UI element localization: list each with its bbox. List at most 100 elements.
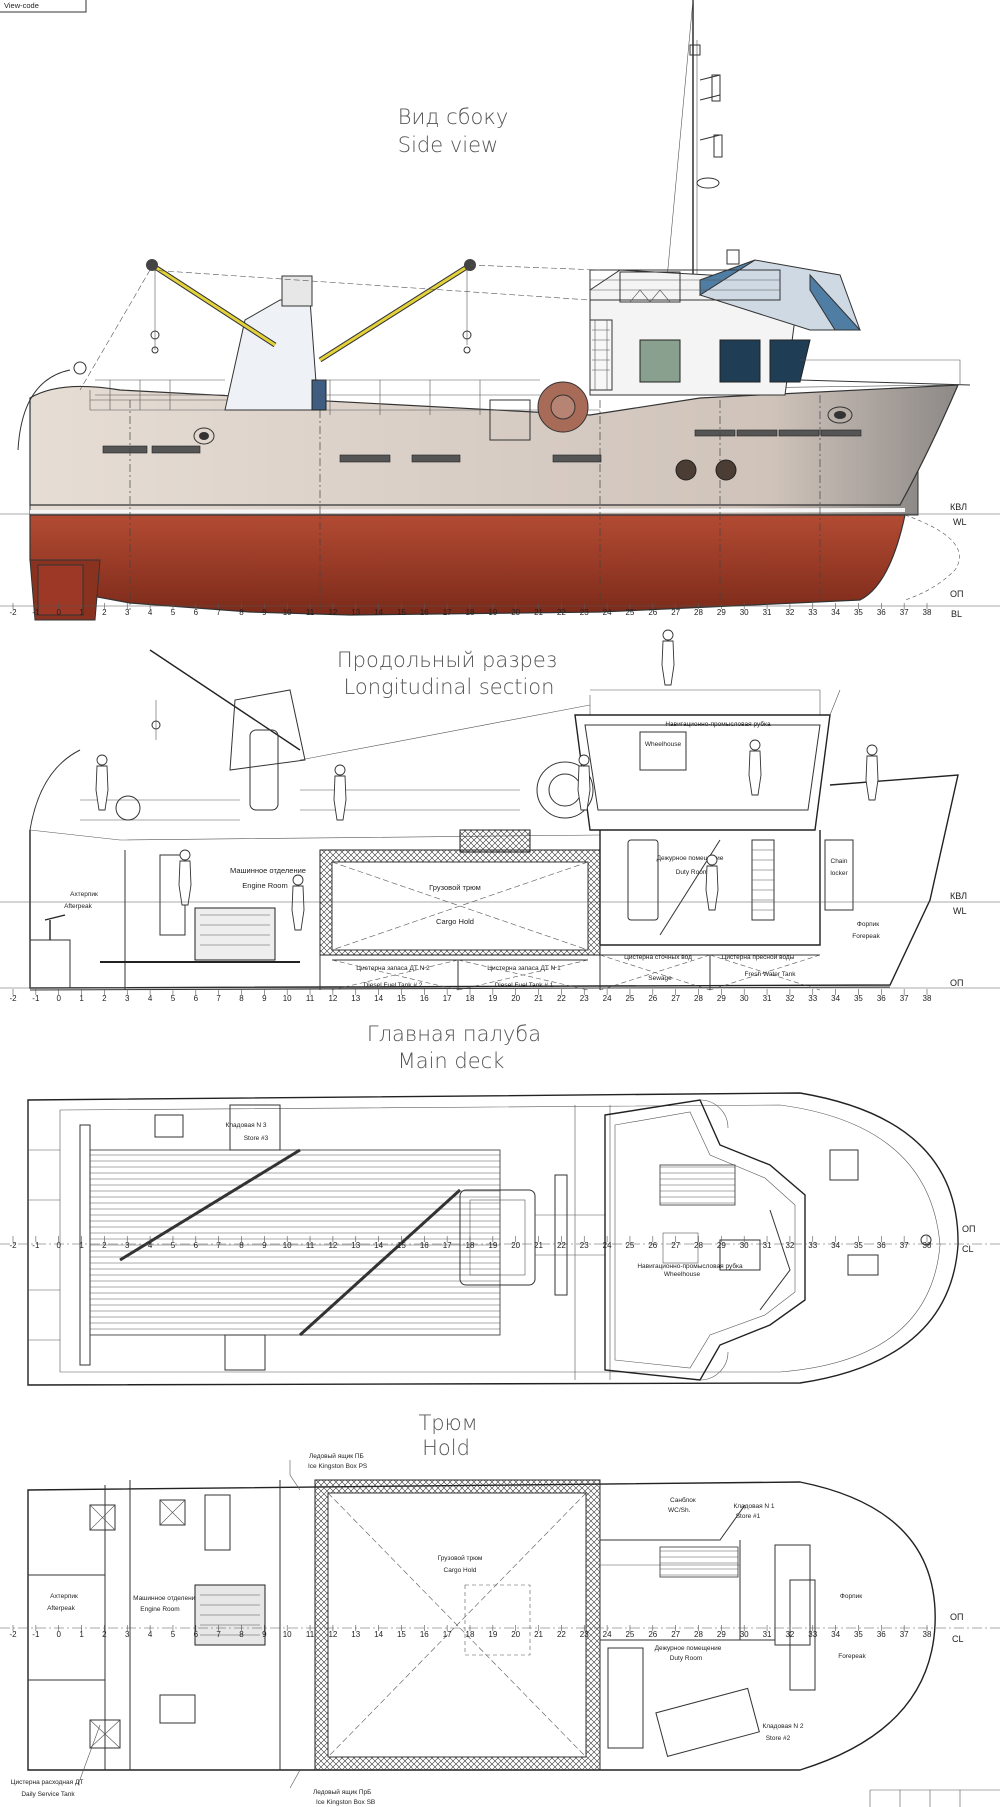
side-op-label: ОП — [950, 589, 963, 599]
frame-number: 26 — [648, 994, 657, 1003]
frame-number: 22 — [557, 1630, 566, 1639]
hold-store2-en: Store #2 — [766, 1735, 791, 1742]
frame-number: 14 — [374, 1241, 383, 1250]
frame-number: 35 — [854, 1630, 863, 1639]
frame-number: 31 — [763, 1630, 772, 1639]
hold-afterpeak-ru: Ахтерпик — [50, 1593, 78, 1600]
long-fuel2-en: Diesel Fuel Tank # 2 — [364, 982, 423, 989]
long-engine-ru: Машинное отделение — [230, 866, 306, 875]
frame-number: 23 — [580, 1241, 589, 1250]
frame-number: 24 — [603, 994, 612, 1003]
deck-store3-en: Store #3 — [244, 1135, 269, 1142]
deck-store3-ru: Кладовая N 3 — [225, 1122, 266, 1129]
frame-number: 28 — [694, 1241, 703, 1250]
frame-number: 15 — [397, 608, 406, 617]
frame-number: 32 — [785, 994, 794, 1003]
frame-number: 4 — [148, 608, 153, 617]
long-engine-room: Машинное отделение Engine Room Ахтерпик … — [29, 854, 306, 989]
long-fuel2-ru: Цистерна запаса ДТ N 2 — [356, 965, 430, 972]
hold-kingston-sb-en: Ice Kingston Box SB — [316, 1799, 375, 1806]
long-chain-2: locker — [830, 870, 848, 877]
frame-number: 36 — [877, 1630, 886, 1639]
hold-afterpeak-en: Afterpeak — [47, 1605, 76, 1612]
frame-number: 21 — [534, 1241, 543, 1250]
frame-number: 9 — [262, 1630, 267, 1639]
frame-number: 25 — [625, 608, 634, 617]
frame-number: 32 — [785, 1241, 794, 1250]
crew-figures — [95, 629, 879, 931]
frame-number: 31 — [763, 994, 772, 1003]
frame-number: 14 — [374, 608, 383, 617]
hold-engine-ru: Машинное отделение — [133, 1595, 199, 1602]
long-sewage-en: Sewage — [648, 975, 672, 982]
side-wl-label: WL — [953, 517, 967, 527]
frame-number: 13 — [351, 1630, 360, 1639]
frame-number: 23 — [580, 994, 589, 1003]
frame-number: 24 — [603, 1630, 612, 1639]
frame-number: 19 — [488, 608, 497, 617]
frame-number: 8 — [239, 608, 244, 617]
frame-number: 23 — [580, 608, 589, 617]
frame-number: 33 — [808, 994, 817, 1003]
frame-number: 4 — [148, 1241, 153, 1250]
deck-cl-label: CL — [962, 1244, 974, 1254]
frame-number: 12 — [328, 1241, 337, 1250]
long-fuel1-en: Diesel Fuel Tank # 1 — [495, 982, 554, 989]
hold-cl-label: CL — [952, 1634, 964, 1644]
frame-number: 7 — [216, 1241, 221, 1250]
frame-number: 35 — [854, 1241, 863, 1250]
frame-number: 2 — [102, 608, 107, 617]
long-cargo-en: Cargo Hold — [436, 917, 474, 926]
frame-number: 28 — [694, 1630, 703, 1639]
frame-number: 28 — [694, 608, 703, 617]
frame-number: 37 — [900, 994, 909, 1003]
side-view-title-en: Side view — [398, 133, 498, 157]
frame-number: 11 — [306, 608, 315, 617]
frame-number: 7 — [216, 608, 221, 617]
frame-number: 10 — [283, 1241, 292, 1250]
frame-number: 25 — [625, 1241, 634, 1250]
frame-number: 12 — [328, 994, 337, 1003]
long-kvl-label: КВЛ — [950, 891, 967, 901]
frame-number: 28 — [694, 994, 703, 1003]
title-block — [869, 1789, 1000, 1807]
long-deck-equipment — [80, 649, 594, 821]
frame-number: 0 — [56, 1630, 61, 1639]
frame-number: 30 — [740, 994, 749, 1003]
long-afterpeak-en: Afterpeak — [64, 903, 93, 910]
long-duty-ru: Дежурное помещение — [657, 855, 724, 862]
frame-number: 19 — [488, 1630, 497, 1639]
hold-duty-ru: Дежурное помещение — [655, 1645, 722, 1652]
deck-centerline: ОП CL — [0, 1224, 1000, 1254]
deck-trawl-grate — [89, 1149, 501, 1336]
frame-number: 36 — [877, 994, 886, 1003]
header-label: View-code — [4, 1, 39, 10]
frame-number: 29 — [717, 1630, 726, 1639]
long-wheelhouse-ru: Навигационно-промысловая рубка — [665, 720, 771, 728]
hold-duty-en: Duty Room — [670, 1655, 703, 1662]
frame-number: 13 — [351, 608, 360, 617]
frame-number: 26 — [648, 1241, 657, 1250]
frame-number: 29 — [717, 994, 726, 1003]
frame-number: 9 — [262, 994, 267, 1003]
hold-plan: Трюм Hold Ахтерпик Afterpeak Машинное от… — [0, 1411, 1000, 1806]
frame-number: 19 — [488, 1241, 497, 1250]
frame-number: 27 — [671, 608, 680, 617]
frame-number: -1 — [32, 994, 40, 1003]
frame-number: 27 — [671, 994, 680, 1003]
hold-store1-en: Store #1 — [736, 1513, 761, 1520]
frame-number: 35 — [854, 994, 863, 1003]
long-waterlines: КВЛ WL ОП — [0, 891, 1000, 989]
aft-deckhouse — [79, 259, 601, 441]
frame-number: 31 — [763, 1241, 772, 1250]
frame-number: 13 — [351, 1241, 360, 1250]
frame-number: 14 — [374, 1630, 383, 1639]
frame-number: 24 — [603, 1241, 612, 1250]
frame-number: 7 — [216, 994, 221, 1003]
frame-number: 10 — [283, 994, 292, 1003]
frame-number: 30 — [740, 1241, 749, 1250]
side-kvl-label: КВЛ — [950, 502, 967, 512]
